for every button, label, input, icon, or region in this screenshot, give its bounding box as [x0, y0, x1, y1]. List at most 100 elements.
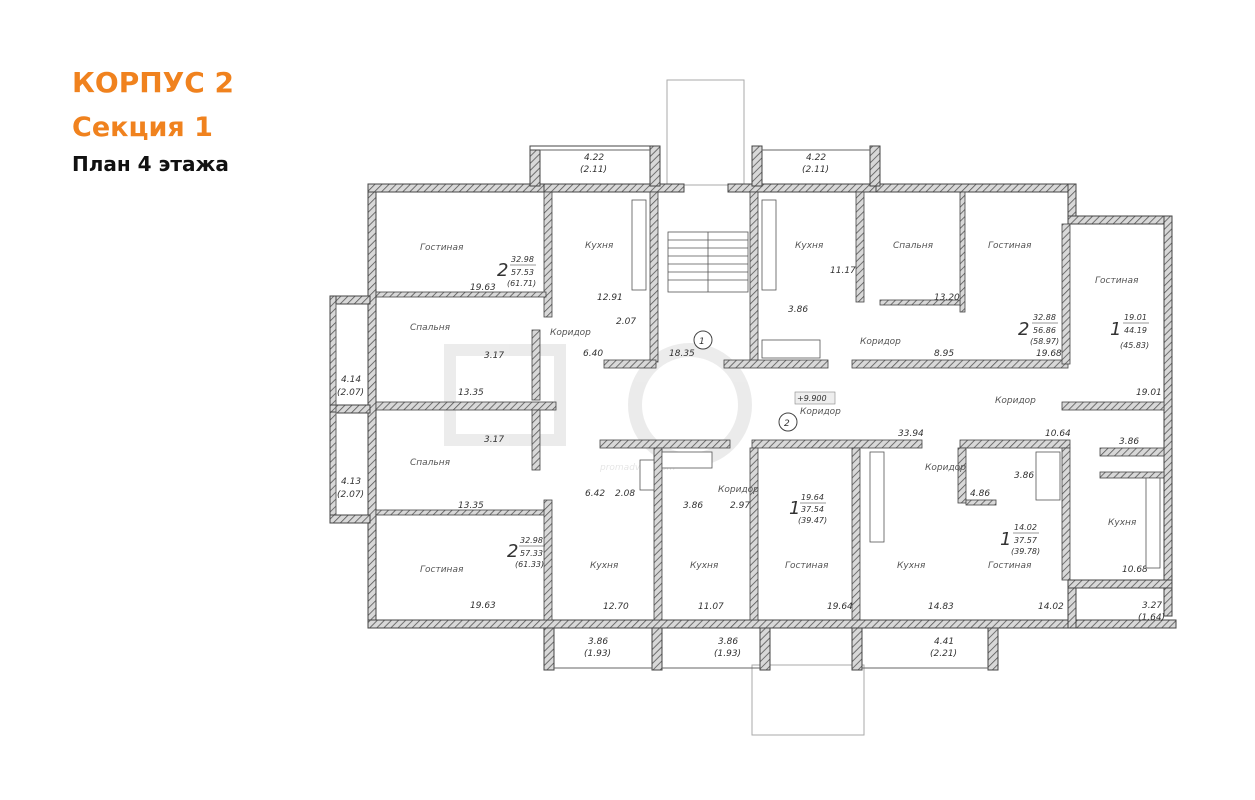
stair-marker-2	[778, 412, 798, 432]
svg-text:(2.07): (2.07)	[337, 388, 364, 398]
svg-text:14.83: 14.83	[928, 602, 954, 612]
svg-text:Кухня: Кухня	[795, 241, 824, 251]
svg-text:8.95: 8.95	[934, 349, 954, 359]
svg-text:19.68: 19.68	[1036, 349, 1062, 359]
svg-text:19.01: 19.01	[1124, 313, 1147, 322]
svg-text:19.64: 19.64	[801, 493, 824, 502]
svg-text:33.94: 33.94	[898, 429, 924, 439]
svg-text:Гостиная: Гостиная	[420, 565, 464, 575]
svg-text:4.86: 4.86	[970, 489, 990, 499]
svg-text:32.88: 32.88	[1033, 313, 1056, 322]
svg-text:13.20: 13.20	[934, 293, 960, 303]
svg-text:3.86: 3.86	[1014, 471, 1034, 481]
svg-text:3.17: 3.17	[484, 435, 504, 445]
svg-text:14.02: 14.02	[1038, 602, 1064, 612]
svg-text:3.86: 3.86	[683, 501, 703, 511]
balcony-walls	[329, 145, 999, 671]
svg-text:Коридор: Коридор	[860, 337, 901, 347]
floor-plan-title: План 4 этажа	[72, 152, 229, 176]
svg-text:Спальня: Спальня	[893, 241, 934, 251]
svg-text:(61.71): (61.71)	[507, 279, 536, 288]
bottom-projection	[751, 664, 865, 736]
svg-text:3.86: 3.86	[788, 305, 808, 315]
svg-text:12.70: 12.70	[603, 602, 629, 612]
svg-text:(39.78): (39.78)	[1011, 547, 1040, 556]
svg-text:6.42: 6.42	[585, 489, 605, 499]
svg-text:37.57: 37.57	[1014, 536, 1038, 545]
svg-text:Гостиная: Гостиная	[988, 561, 1032, 571]
svg-text:Спальня: Спальня	[410, 323, 451, 333]
svg-text:Кухня: Кухня	[1108, 518, 1137, 528]
svg-text:57.53: 57.53	[511, 268, 534, 277]
svg-text:(58.97): (58.97)	[1030, 337, 1059, 346]
svg-text:32.98: 32.98	[511, 255, 534, 264]
svg-text:37.54: 37.54	[801, 505, 824, 514]
elevation-box	[794, 391, 836, 405]
svg-text:Кухня: Кухня	[590, 561, 619, 571]
svg-text:19.63: 19.63	[470, 601, 496, 611]
svg-text:(2.07): (2.07)	[337, 490, 364, 500]
interior-walls	[375, 191, 1165, 621]
building-title: КОРПУС 2	[72, 66, 235, 99]
svg-text:57.33: 57.33	[520, 549, 543, 558]
svg-text:18.35: 18.35	[669, 349, 695, 359]
svg-text:(1.93): (1.93)	[714, 649, 741, 659]
svg-text:3.17: 3.17	[484, 351, 504, 361]
svg-text:14.02: 14.02	[1014, 523, 1037, 532]
svg-text:Кухня: Кухня	[585, 241, 614, 251]
apartment-bl: 2 32.98 57.33 (61.33)	[507, 536, 545, 569]
svg-text:(45.83): (45.83)	[1120, 341, 1149, 350]
apartment-tl: 2 32.98 57.53 (61.71)	[497, 255, 536, 288]
elevation-corridor-label: Коридор	[800, 407, 841, 417]
svg-text:10.64: 10.64	[1045, 429, 1071, 439]
balcony-labels: 4.22 (2.11) 4.22 (2.11) 4.14 (2.07) 4.13…	[337, 153, 1165, 659]
svg-text:19.63: 19.63	[470, 283, 496, 293]
svg-text:Гостиная: Гостиная	[988, 241, 1032, 251]
room-names: Гостиная Спальня Спальня Гостиная Кухня …	[410, 241, 1139, 575]
svg-text:Коридор: Коридор	[550, 328, 591, 338]
top-projection	[666, 79, 745, 186]
svg-text:Гостиная: Гостиная	[1095, 276, 1139, 286]
svg-text:(2.11): (2.11)	[580, 165, 607, 175]
svg-text:Коридор: Коридор	[718, 485, 759, 495]
apartment-bm: 1 19.64 37.54 (39.47)	[789, 493, 827, 525]
svg-text:(61.33): (61.33)	[515, 560, 544, 569]
svg-text:(1.64): (1.64)	[1138, 613, 1165, 623]
svg-text:Кухня: Кухня	[897, 561, 926, 571]
stair-number-2: 2	[784, 419, 790, 429]
svg-text:4.22: 4.22	[806, 153, 826, 163]
svg-text:13.35: 13.35	[458, 388, 484, 398]
svg-text:Гостиная: Гостиная	[785, 561, 829, 571]
svg-text:3.86: 3.86	[588, 637, 608, 647]
apartment-br: 1 14.02 37.57 (39.78)	[1000, 523, 1040, 556]
svg-text:19.01: 19.01	[1136, 388, 1162, 398]
svg-text:4.41: 4.41	[934, 637, 954, 647]
svg-text:Коридор: Коридор	[925, 463, 966, 473]
svg-text:Спальня: Спальня	[410, 458, 451, 468]
room-areas: 19.63 3.17 13.35 3.17 13.35 19.63 12.91 …	[458, 266, 1162, 612]
fixtures	[631, 199, 1161, 569]
svg-text:4.14: 4.14	[341, 375, 361, 385]
svg-text:3.27: 3.27	[1142, 601, 1162, 611]
svg-text:44.19: 44.19	[1124, 326, 1147, 335]
watermark-text: promadvizh.com	[599, 463, 675, 473]
svg-text:56.86: 56.86	[1033, 326, 1056, 335]
svg-text:12.91: 12.91	[597, 293, 623, 303]
svg-text:Кухня: Кухня	[690, 561, 719, 571]
svg-text:2.08: 2.08	[615, 489, 635, 499]
svg-text:(2.11): (2.11)	[802, 165, 829, 175]
svg-text:1: 1	[789, 498, 800, 519]
balcony-rails	[335, 149, 988, 669]
svg-text:(1.93): (1.93)	[584, 649, 611, 659]
svg-text:1: 1	[1000, 529, 1011, 550]
svg-text:2: 2	[507, 541, 518, 562]
svg-text:32.98: 32.98	[520, 536, 543, 545]
exterior-walls	[367, 183, 1177, 629]
svg-text:2.97: 2.97	[730, 501, 750, 511]
svg-text:4.13: 4.13	[341, 477, 361, 487]
svg-text:3.86: 3.86	[1119, 437, 1139, 447]
svg-text:2: 2	[1018, 319, 1029, 340]
stairwell	[667, 231, 749, 293]
svg-text:2: 2	[497, 260, 508, 281]
